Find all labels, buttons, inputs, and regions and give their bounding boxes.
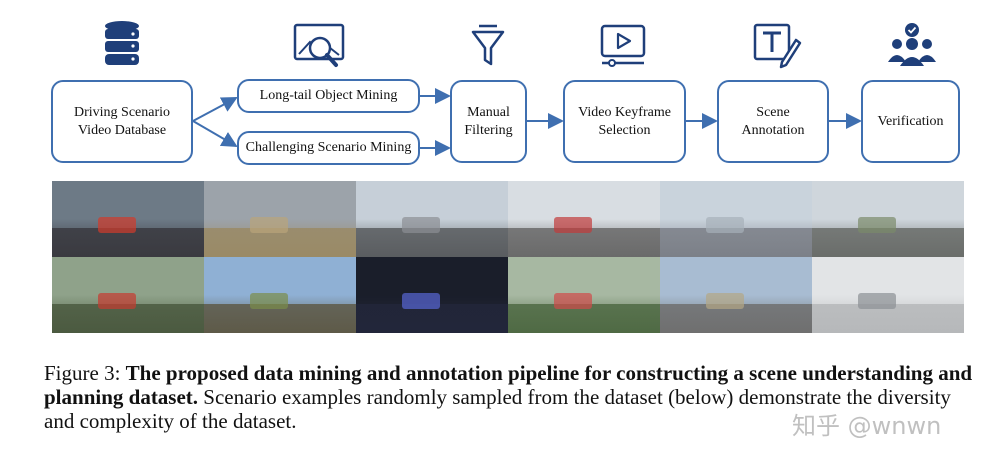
- pipeline-arrows: [192, 88, 862, 156]
- scenario-photo: [204, 181, 356, 257]
- figure-caption: Figure 3: The proposed data mining and a…: [44, 361, 974, 433]
- caption-rest: Scenario examples randomly sampled from …: [44, 385, 951, 433]
- scenario-photo: [660, 257, 812, 333]
- scenario-photo: [204, 257, 356, 333]
- node-verification: Verification: [861, 80, 960, 163]
- watermark: 知乎 @wnwn: [792, 412, 942, 440]
- node-keyframe-selection: Video Keyframe Selection: [563, 80, 686, 163]
- funnel-icon: [471, 24, 505, 66]
- scenario-photo: [812, 181, 964, 257]
- scenario-photo: [52, 257, 204, 333]
- database-icon: [105, 21, 139, 65]
- scenario-photo: [508, 181, 660, 257]
- arrow-db-to-challenging: [192, 120, 238, 148]
- scenario-photo: [660, 181, 812, 257]
- node-challenging-mining: Challenging Scenario Mining: [237, 131, 420, 165]
- caption-prefix: Figure 3:: [44, 361, 126, 385]
- scenario-photo: [52, 181, 204, 257]
- arrow-db-to-longtail: [192, 97, 238, 122]
- scenario-photo-grid: [52, 181, 964, 333]
- node-scene-annotation: Scene Annotation: [717, 80, 829, 163]
- image-search-icon: [293, 23, 345, 67]
- scenario-photo: [356, 257, 508, 333]
- text-edit-icon: [753, 23, 802, 69]
- node-longtail-mining: Long-tail Object Mining: [237, 79, 420, 113]
- scenario-photo: [508, 257, 660, 333]
- scenario-photo: [812, 257, 964, 333]
- team-check-icon: [888, 23, 936, 66]
- node-manual-filtering: Manual Filtering: [450, 80, 527, 163]
- caption-bold: The proposed data mining and annotation …: [44, 361, 973, 409]
- video-play-icon: [600, 24, 646, 67]
- node-database: Driving Scenario Video Database: [51, 80, 193, 163]
- scenario-photo: [356, 181, 508, 257]
